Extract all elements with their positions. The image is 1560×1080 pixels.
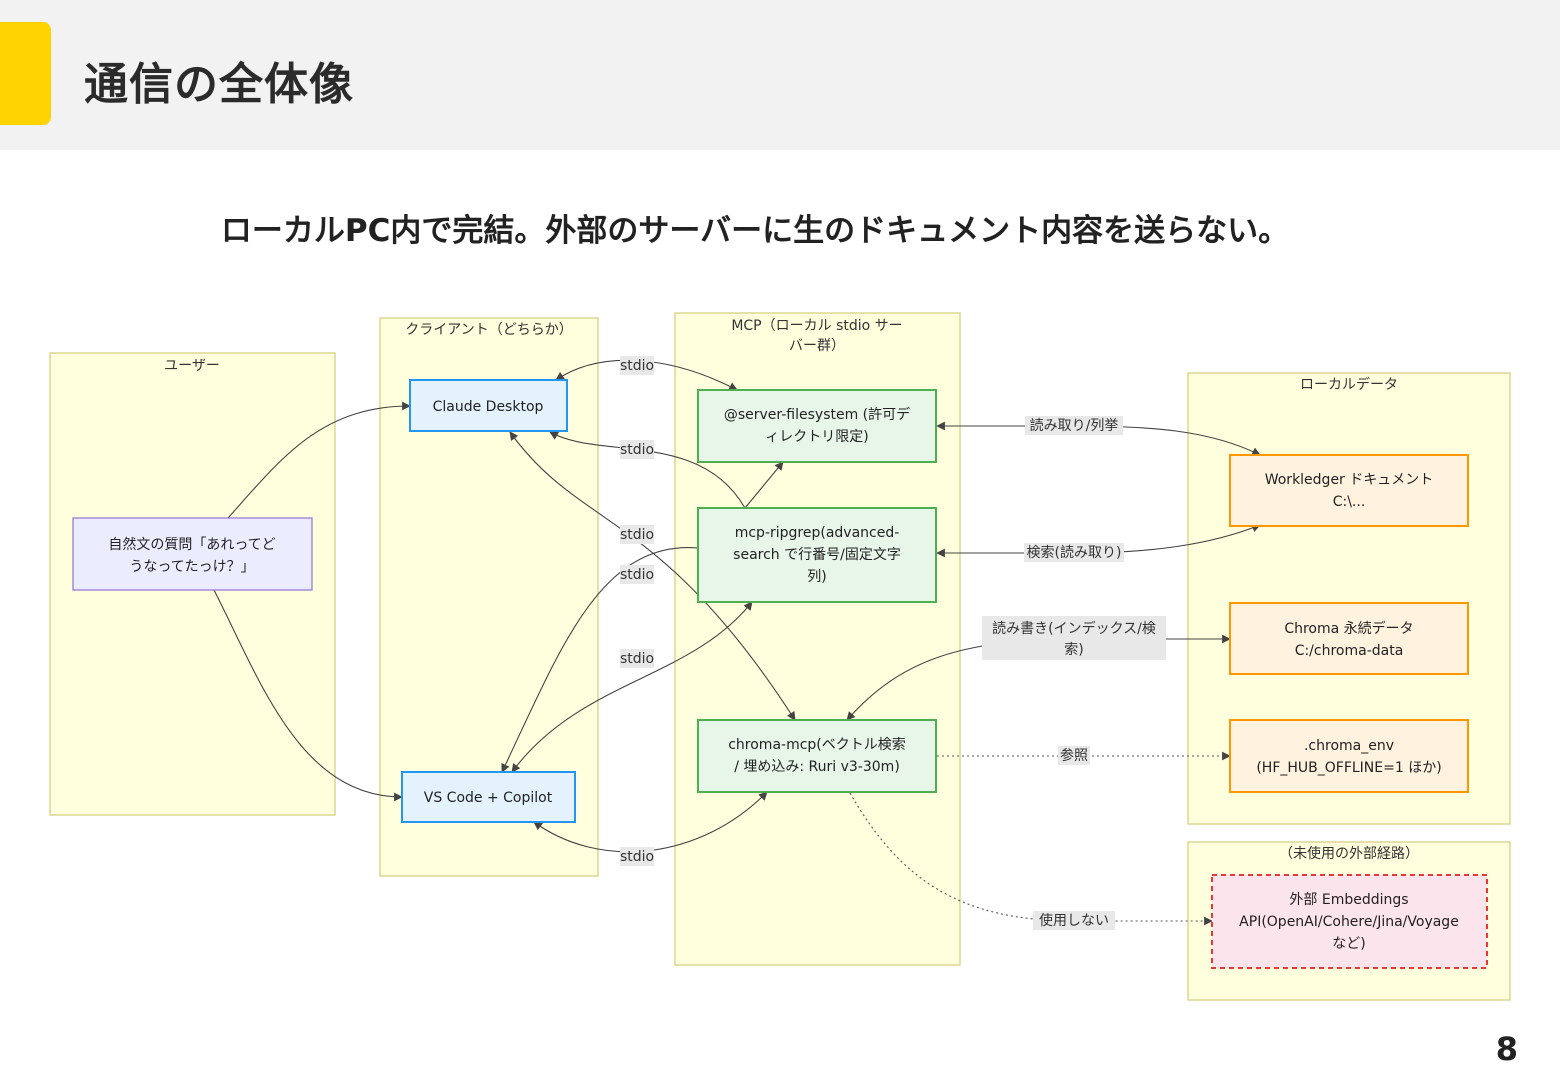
edge-label-search-read: 検索(読み取り): [1024, 543, 1124, 562]
svg-text:stdio: stdio: [620, 567, 654, 583]
edge-labels: stdio stdio stdio stdio stdio stdio 読み取り…: [620, 356, 1166, 930]
svg-text:Workledger ドキュメント: Workledger ドキュメント: [1265, 472, 1434, 488]
edge-label-stdio-4: stdio: [620, 565, 654, 584]
svg-text:など): など): [1332, 936, 1365, 952]
edge-label-read-list: 読み取り/列挙: [1025, 416, 1123, 435]
edge-label-readwrite: 読み書き(インデックス/検 索): [982, 616, 1166, 660]
edge-label-stdio-5: stdio: [620, 649, 654, 668]
page-title: 通信の全体像: [84, 59, 354, 110]
edge-label-stdio-6: stdio: [620, 847, 654, 866]
header-accent: [0, 22, 51, 125]
group-unused-label: （未使用の外部経路）: [1279, 845, 1419, 862]
svg-text:/ 埋め込み: Ruri v3-30m): / 埋め込み: Ruri v3-30m): [734, 759, 900, 775]
svg-text:API(OpenAI/Cohere/Jina/Voyage: API(OpenAI/Cohere/Jina/Voyage: [1239, 914, 1459, 930]
svg-text:読み取り/列挙: 読み取り/列挙: [1030, 417, 1119, 434]
svg-text:stdio: stdio: [620, 651, 654, 667]
node-chroma-data: Chroma 永続データ C:/chroma-data: [1229, 602, 1469, 675]
edge-label-reference: 参照: [1058, 746, 1090, 765]
svg-text:使用しない: 使用しない: [1039, 912, 1109, 929]
svg-text:参照: 参照: [1060, 747, 1088, 764]
group-mcp-label-1: MCP（ローカル stdio サー: [731, 318, 902, 334]
edge-label-not-used: 使用しない: [1033, 911, 1115, 930]
edge-label-stdio-1: stdio: [620, 356, 654, 375]
group-user-label: ユーザー: [164, 358, 220, 374]
svg-text:外部 Embeddings: 外部 Embeddings: [1289, 892, 1408, 908]
edge-question-vscode: [213, 589, 403, 802]
node-external-embeddings: 外部 Embeddings API(OpenAI/Cohere/Jina/Voy…: [1211, 874, 1488, 969]
svg-text:stdio: stdio: [620, 849, 654, 865]
edge-question-claude: [227, 401, 411, 519]
svg-text:stdio: stdio: [620, 442, 654, 458]
node-vscode-copilot: VS Code + Copilot: [401, 771, 576, 823]
svg-text:Chroma 永続データ: Chroma 永続データ: [1284, 620, 1413, 637]
edge-vscode-ripgrep: [511, 601, 753, 773]
node-server-filesystem: @server-filesystem (許可デ ィレクトリ限定): [697, 389, 937, 463]
node-chroma-mcp: chroma-mcp(ベクトル検索 / 埋め込み: Ruri v3-30m): [697, 719, 937, 793]
svg-text:search で行番号/固定文字: search で行番号/固定文字: [733, 547, 901, 563]
svg-text:自然文の質問「あれってど: 自然文の質問「あれってど: [108, 536, 275, 553]
node-chroma-env: .chroma_env (HF_HUB_OFFLINE=1 ほか): [1229, 719, 1469, 793]
svg-text:chroma-mcp(ベクトル検索: chroma-mcp(ベクトル検索: [728, 736, 906, 753]
node-claude-desktop: Claude Desktop: [409, 379, 568, 432]
svg-text:列): 列): [807, 569, 826, 585]
svg-text:ィレクトリ限定): ィレクトリ限定): [765, 429, 868, 445]
group-clients-label: クライアント（どちらか）: [405, 322, 572, 338]
node-mcp-ripgrep: mcp-ripgrep(advanced- search で行番号/固定文字 列…: [697, 507, 937, 603]
page-number: 8: [1495, 1030, 1518, 1068]
edge-label-stdio-2: stdio: [620, 440, 654, 459]
svg-text:検索(読み取り): 検索(読み取り): [1027, 544, 1122, 561]
svg-text:VS Code + Copilot: VS Code + Copilot: [424, 790, 553, 806]
group-local-data-label: ローカルデータ: [1300, 376, 1398, 393]
svg-text:Claude Desktop: Claude Desktop: [433, 399, 544, 415]
svg-text:うなってたっけ？」: うなってたっけ？」: [129, 559, 254, 575]
svg-text:@server-filesystem (許可デ: @server-filesystem (許可デ: [724, 406, 910, 423]
edge-label-stdio-3: stdio: [620, 525, 654, 544]
header-bar: 通信の全体像: [0, 0, 1560, 150]
svg-text:stdio: stdio: [620, 358, 654, 374]
svg-text:(HF_HUB_OFFLINE=1 ほか): (HF_HUB_OFFLINE=1 ほか): [1256, 760, 1441, 776]
svg-text:.chroma_env: .chroma_env: [1304, 738, 1394, 754]
svg-text:読み書き(インデックス/検: 読み書き(インデックス/検: [992, 620, 1156, 637]
node-workledger-docs: Workledger ドキュメント C:\...: [1229, 454, 1469, 527]
svg-text:C:\...: C:\...: [1333, 494, 1366, 510]
page-subtitle: ローカルPC内で完結。外部のサーバーに生のドキュメント内容を送らない。: [220, 213, 1290, 249]
svg-text:stdio: stdio: [620, 527, 654, 543]
node-question: 自然文の質問「あれってど うなってたっけ？」: [72, 517, 313, 591]
group-mcp-label-2: バー群）: [789, 338, 845, 354]
svg-text:mcp-ripgrep(advanced-: mcp-ripgrep(advanced-: [735, 525, 900, 541]
svg-text:索): 索): [1064, 641, 1083, 658]
svg-text:C:/chroma-data: C:/chroma-data: [1295, 643, 1404, 659]
